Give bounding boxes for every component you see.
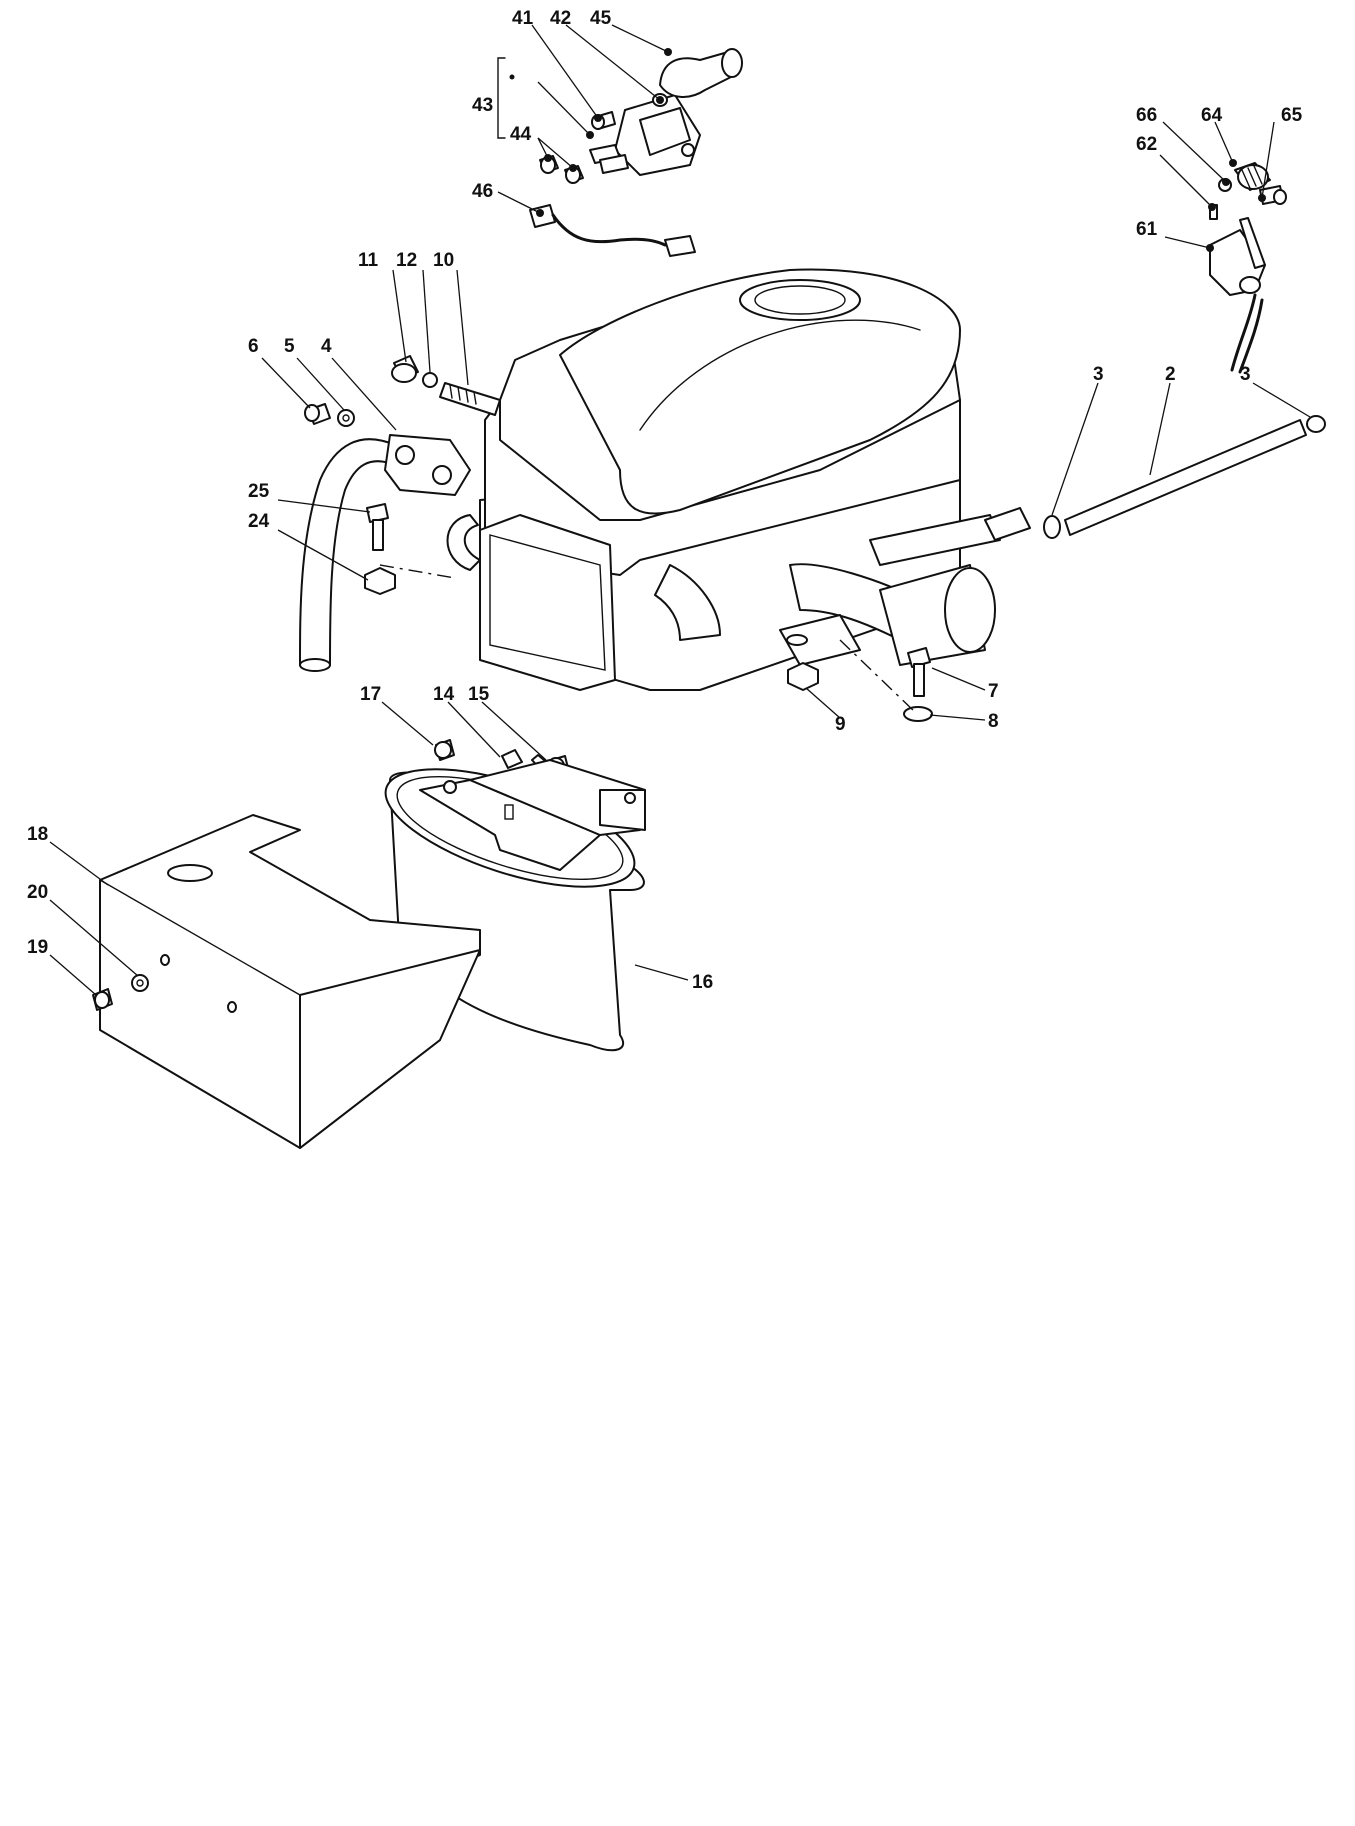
callout-14: 14 [433, 684, 455, 705]
callout-labels: 41 42 45 43 44 46 66 64 65 62 61 11 12 1… [27, 8, 1303, 993]
callout-61: 61 [1136, 219, 1158, 240]
callout-19: 19 [27, 937, 48, 958]
callout-41: 41 [512, 8, 534, 29]
leader-lines [49, 24, 1311, 996]
callout-24: 24 [248, 511, 270, 532]
callout-25: 25 [248, 481, 270, 502]
callout-5: 5 [284, 336, 295, 357]
callout-10: 10 [433, 250, 454, 271]
callout-12: 12 [396, 250, 417, 271]
callout-62: 62 [1136, 134, 1157, 155]
callout-15: 15 [468, 684, 490, 705]
group-bracket-43 [497, 57, 506, 139]
bolt-and-nut-24-25 [364, 503, 456, 595]
callout-20: 20 [27, 882, 48, 903]
group-marker-dot [509, 74, 515, 80]
cover-plate [92, 814, 481, 1149]
callout-42: 42 [550, 8, 571, 29]
throttle-bracket-assembly [1209, 162, 1287, 374]
callout-64: 64 [1201, 105, 1223, 126]
callout-44: 44 [510, 124, 532, 145]
callout-9: 9 [835, 714, 846, 735]
callout-66: 66 [1136, 105, 1157, 126]
callout-8: 8 [988, 711, 999, 732]
callout-43: 43 [472, 95, 493, 116]
callout-16: 16 [692, 972, 713, 993]
callout-4: 4 [321, 336, 332, 357]
bolt-washer-nut-7-8-9 [787, 639, 933, 722]
callout-17: 17 [360, 684, 381, 705]
callout-65: 65 [1281, 105, 1303, 126]
callout-45: 45 [590, 8, 612, 29]
exhaust-pipe [299, 403, 471, 672]
engine [446, 268, 1031, 691]
callout-2: 2 [1165, 364, 1176, 385]
fuel-hose [1043, 415, 1326, 539]
callout-7: 7 [988, 681, 999, 702]
callout-6: 6 [248, 336, 259, 357]
solenoid-assembly [529, 48, 743, 257]
exhaust-stud-set [391, 355, 501, 416]
callout-3-left: 3 [1093, 364, 1104, 385]
callout-11: 11 [358, 250, 379, 271]
callout-46: 46 [472, 181, 493, 202]
callout-3-right: 3 [1240, 364, 1251, 385]
callout-18: 18 [27, 824, 48, 845]
